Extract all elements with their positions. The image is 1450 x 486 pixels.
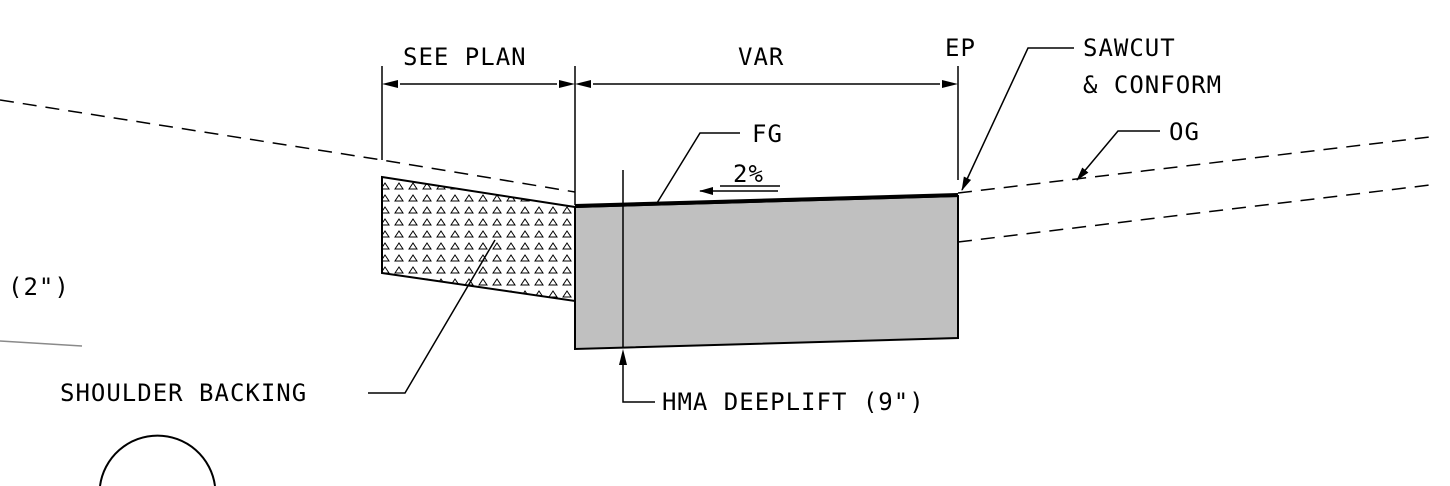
finished-grade-line: [574, 193, 959, 208]
left-partial-label: (2"): [8, 273, 70, 301]
var-arrow-right: [942, 80, 958, 88]
shoulder-backing-leader: [368, 239, 496, 394]
sawcut-label-line1: SAWCUT: [1083, 34, 1176, 62]
hma-leader: [622, 365, 655, 403]
og-leader: [1076, 130, 1160, 181]
var-label: VAR: [738, 43, 784, 71]
hma-thickness-arrow: [619, 349, 627, 365]
og-line-left: [0, 99, 576, 193]
shoulder-backing-label: SHOULDER BACKING: [60, 379, 307, 407]
see-plan-arrow-left: [382, 80, 398, 88]
slope-label: 2%: [733, 160, 764, 188]
og-line-right-lower: [957, 184, 1431, 243]
sawcut-label-line2: & CONFORM: [1083, 71, 1222, 99]
ep-label: EP: [945, 34, 976, 62]
og-line-right-upper: [957, 136, 1431, 194]
see-plan-arrow-right: [559, 80, 575, 88]
hma-deeplift-area: [574, 194, 959, 351]
sawcut-leader: [961, 47, 1074, 191]
fg-label: FG: [752, 120, 783, 148]
hma-deeplift-label: HMA DEEPLIFT (9"): [662, 388, 925, 416]
var-arrow-left: [575, 80, 591, 88]
shoulder-backing-area: [381, 175, 576, 303]
see-plan-label: SEE PLAN: [403, 43, 527, 71]
left-gray-line: [0, 340, 83, 347]
og-label: OG: [1169, 118, 1200, 146]
section-marker-circle: [99, 434, 216, 486]
fg-leader: [656, 132, 740, 204]
